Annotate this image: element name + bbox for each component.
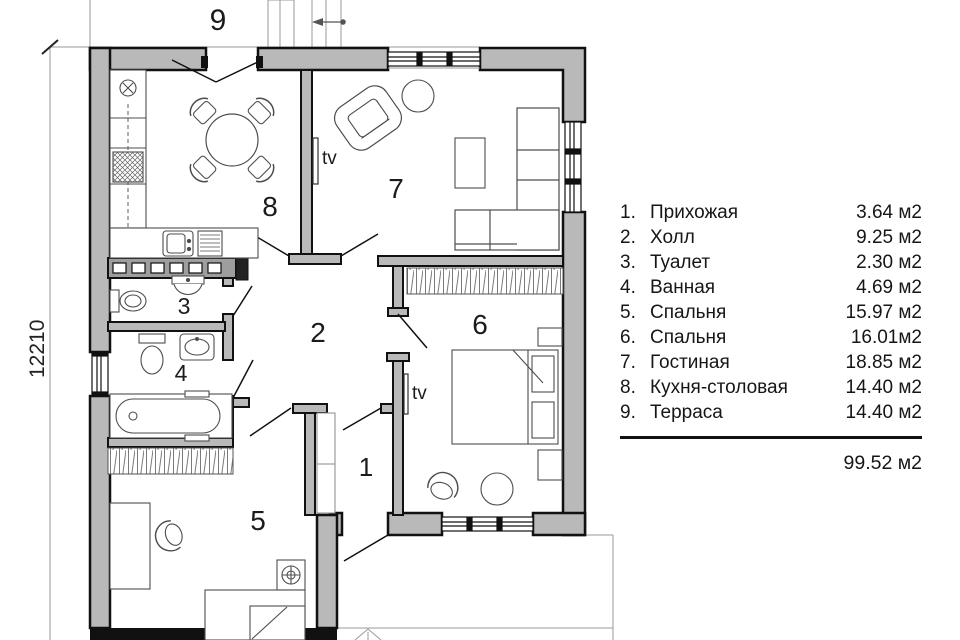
legend-item-name: Холл bbox=[650, 226, 695, 248]
legend-item-number: 5. bbox=[620, 301, 636, 323]
legend-item-name: Ванная bbox=[650, 276, 716, 298]
window-right bbox=[564, 121, 582, 213]
bedroom5-furniture bbox=[109, 502, 306, 640]
exterior-walls bbox=[88, 46, 587, 640]
legend-total-area: 99.52 м2 bbox=[843, 452, 922, 474]
legend-item-area: 14.40 м2 bbox=[845, 401, 922, 423]
windows bbox=[91, 51, 582, 532]
wall-basin-icon bbox=[171, 275, 205, 296]
closet-room1 bbox=[316, 412, 336, 514]
legend-item-area: 9.25 м2 bbox=[856, 226, 922, 248]
room-label-9: 9 bbox=[210, 4, 227, 37]
corner-sofa bbox=[454, 107, 560, 251]
room-label-4: 4 bbox=[175, 360, 188, 386]
legend-item-area: 16.01м2 bbox=[850, 326, 922, 348]
floor-plan-drawing: 9 8 7 2 3 4 6 1 5 tv tv 12210 bbox=[26, 0, 614, 640]
legend-row: 1. Прихожая 3.64 м2 bbox=[620, 200, 922, 225]
legend-item-area: 18.85 м2 bbox=[845, 351, 922, 373]
sink-icon bbox=[179, 333, 215, 361]
toilet-room3 bbox=[109, 275, 205, 313]
rug-living bbox=[401, 79, 435, 113]
room-label-7: 7 bbox=[388, 173, 404, 204]
tv-label-living: tv bbox=[322, 148, 337, 169]
legend-item-name: Кухня-столовая bbox=[650, 376, 788, 398]
legend-item-number: 7. bbox=[620, 351, 636, 373]
tv-label-bedroom: tv bbox=[412, 383, 427, 404]
dimension-label: 12210 bbox=[26, 320, 49, 378]
room-label-3: 3 bbox=[178, 293, 191, 319]
legend-item-name: Спальня bbox=[650, 301, 727, 323]
wc2-icon bbox=[138, 333, 166, 375]
legend-row: 8. Кухня-столовая 14.40 м2 bbox=[620, 375, 922, 400]
legend-item-number: 8. bbox=[620, 376, 636, 398]
legend-row: 5. Спальня 15.97 м2 bbox=[620, 300, 922, 325]
window-left bbox=[91, 351, 109, 397]
room-label-1: 1 bbox=[359, 452, 373, 482]
legend-row: 3. Туалет 2.30 м2 bbox=[620, 250, 922, 275]
dimension-arrow-top bbox=[312, 18, 346, 26]
room-label-5: 5 bbox=[250, 505, 266, 536]
wardrobe-bedroom-6 bbox=[406, 267, 564, 295]
legend-item-area: 3.64 м2 bbox=[856, 201, 922, 223]
room-label-8: 8 bbox=[262, 191, 278, 222]
boiler-icon bbox=[276, 559, 306, 591]
legend-item-name: Терраса bbox=[650, 401, 723, 423]
legend-item-name: Туалет bbox=[650, 251, 711, 273]
coffee-table bbox=[454, 137, 486, 189]
legend-row: 7. Гостиная 18.85 м2 bbox=[620, 350, 922, 375]
legend-item-area: 15.97 м2 bbox=[845, 301, 922, 323]
wardrobe-bedroom-5 bbox=[107, 447, 234, 475]
tv-living-icon bbox=[312, 137, 319, 185]
kitchen-sink-icon bbox=[162, 230, 223, 257]
legend-item-area: 14.40 м2 bbox=[845, 376, 922, 398]
bed-room6 bbox=[451, 327, 563, 481]
legend-item-number: 3. bbox=[620, 251, 636, 273]
legend-item-number: 2. bbox=[620, 226, 636, 248]
legend-row: 4. Ванная 4.69 м2 bbox=[620, 275, 922, 300]
chair-room5 bbox=[150, 517, 188, 556]
room-label-6: 6 bbox=[472, 309, 488, 340]
legend-item-area: 2.30 м2 bbox=[856, 251, 922, 273]
legend-item-area: 4.69 м2 bbox=[856, 276, 922, 298]
room-label-2: 2 bbox=[310, 317, 326, 348]
window-bottom bbox=[441, 516, 534, 532]
kitchen-cabinet-bar bbox=[107, 255, 249, 281]
wc-icon bbox=[109, 289, 147, 313]
bed-room5 bbox=[204, 589, 306, 640]
window-top bbox=[387, 51, 481, 69]
legend-row: 9. Терраса 14.40 м2 bbox=[620, 400, 922, 425]
stove-hob-icon bbox=[112, 151, 144, 183]
desk bbox=[109, 502, 151, 590]
porch-outline bbox=[337, 534, 614, 640]
legend-item-number: 9. bbox=[620, 401, 636, 423]
bathroom-fixtures bbox=[109, 333, 233, 442]
legend-item-number: 6. bbox=[620, 326, 636, 348]
dimension-line-vertical bbox=[41, 39, 59, 640]
legend-row: 2. Холл 9.25 м2 bbox=[620, 225, 922, 250]
legend-item-name: Прихожая bbox=[650, 201, 739, 223]
legend-item-name: Гостиная bbox=[650, 351, 730, 373]
bathtub-icon bbox=[109, 390, 233, 442]
legend-item-number: 4. bbox=[620, 276, 636, 298]
legend-item-number: 1. bbox=[620, 201, 636, 223]
rug-room6 bbox=[480, 472, 514, 506]
legend: 1. Прихожая 3.64 м2 2. Холл 9.25 м2 3. Т… bbox=[620, 200, 922, 475]
terrace-outline bbox=[50, 0, 480, 49]
kitchen-counter bbox=[109, 69, 259, 259]
legend-row: 6. Спальня 16.01м2 bbox=[620, 325, 922, 350]
chair-room6 bbox=[424, 467, 463, 505]
armchair bbox=[328, 79, 408, 157]
tv-bedroom-icon bbox=[403, 373, 409, 415]
legend-divider bbox=[620, 436, 922, 439]
dining-table bbox=[185, 93, 279, 187]
legend-item-name: Спальня bbox=[650, 326, 727, 348]
